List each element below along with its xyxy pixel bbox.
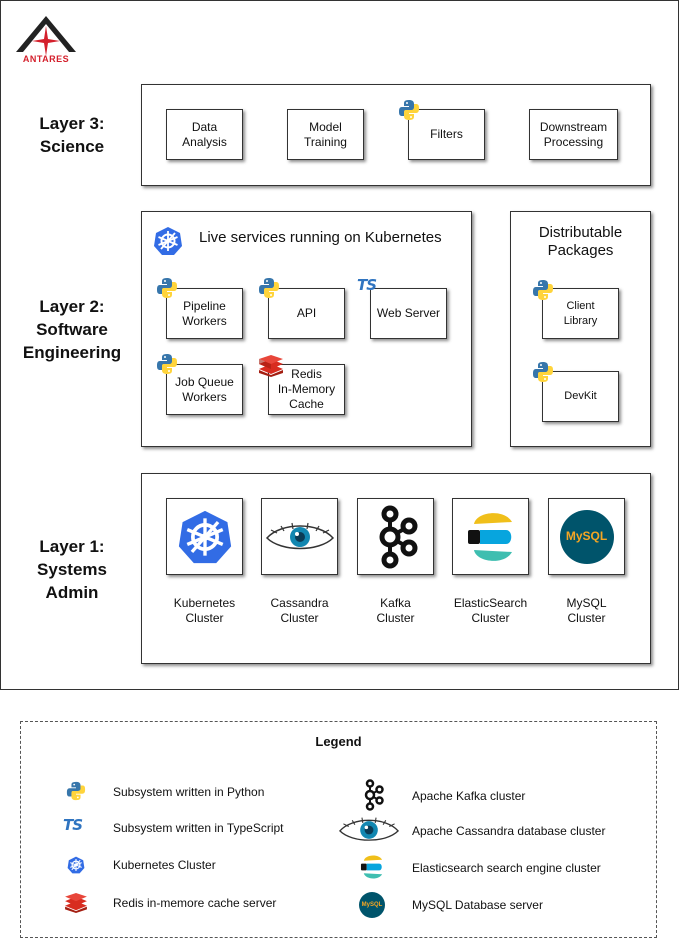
kubernetes-icon <box>153 226 183 256</box>
legend-elasticsearch-label: Elasticsearch search engine cluster <box>412 861 601 875</box>
legend-python-label: Subsystem written in Python <box>113 785 265 799</box>
legend-redis-label: Redis in-memore cache server <box>113 896 277 910</box>
cassandra-eye-icon <box>265 522 334 549</box>
kubernetes-cluster-tile[interactable] <box>166 498 243 575</box>
cassandra-eye-icon <box>338 815 400 845</box>
python-icon <box>156 277 178 299</box>
kubernetes-icon <box>178 510 231 563</box>
mysql-icon: MySQL <box>359 892 385 918</box>
data-analysis-box[interactable]: Data Analysis <box>166 109 243 160</box>
layer1-title: Layer 1: Systems Admin <box>37 537 107 602</box>
redis-icon <box>64 893 88 913</box>
typescript-icon-label: TS <box>357 276 377 294</box>
layer2-title: Layer 2: Software Engineering <box>22 297 122 362</box>
python-icon <box>398 99 420 121</box>
legend-typescript-label: Subsystem written in TypeScript <box>113 821 284 835</box>
python-icon <box>66 781 86 801</box>
legend-title: Legend <box>315 734 362 749</box>
layer3-title: Layer 3: Science <box>39 114 105 156</box>
kafka-icon <box>362 779 384 811</box>
kafka-cluster-tile[interactable] <box>357 498 434 575</box>
elasticsearch-cluster-tile[interactable] <box>452 498 529 575</box>
elasticsearch-icon <box>467 512 512 561</box>
python-icon <box>532 361 554 383</box>
job-queue-workers-box[interactable]: Job Queue Workers <box>166 364 243 415</box>
mysql-cluster-tile[interactable]: MySQL <box>548 498 625 575</box>
cassandra-cluster-tile[interactable] <box>261 498 338 575</box>
legend-mysql-label: MySQL Database server <box>412 898 543 912</box>
mysql-icon-label: MySQL <box>361 902 383 908</box>
legend-box <box>20 721 657 938</box>
python-icon <box>532 279 554 301</box>
kafka-icon <box>379 505 417 568</box>
kubernetes-services-title: Live services running on Kubernetes <box>199 229 442 246</box>
legend-kubernetes-label: Kubernetes Cluster <box>113 858 216 872</box>
antares-logo-mark <box>16 16 76 56</box>
python-icon <box>258 277 280 299</box>
cassandra-cluster-label: Cassandra Cluster <box>270 596 329 625</box>
mysql-icon: MySQL <box>559 509 614 564</box>
legend-cassandra-label: Apache Cassandra database cluster <box>412 824 606 838</box>
typescript-icon-label: TS <box>63 816 83 834</box>
kafka-cluster-label: Kafka Cluster <box>376 596 415 625</box>
downstream-processing-box[interactable]: Downstream Processing <box>529 109 618 160</box>
elasticsearch-cluster-label: ElasticSearch Cluster <box>453 596 528 625</box>
typescript-icon: TS <box>357 276 383 294</box>
api-box[interactable]: API <box>268 288 345 339</box>
kubernetes-icon <box>67 856 85 874</box>
client-library-box[interactable]: Client Library <box>542 288 619 339</box>
legend-kafka-label: Apache Kafka cluster <box>412 789 526 803</box>
pipeline-workers-box[interactable]: Pipeline Workers <box>166 288 243 339</box>
mysql-cluster-label: MySQL Cluster <box>566 596 607 625</box>
web-server-box[interactable]: Web Server <box>370 288 447 339</box>
redis-icon <box>258 355 284 377</box>
distributable-packages-title: Distributable Packages <box>538 224 623 259</box>
typescript-icon: TS <box>63 816 89 834</box>
antares-logo: ANTARES <box>12 12 80 68</box>
elasticsearch-icon <box>360 853 384 881</box>
filters-box[interactable]: Filters <box>408 109 485 160</box>
logo-text: ANTARES <box>22 54 70 64</box>
mysql-icon-label: MySQL <box>565 529 608 543</box>
python-icon <box>156 353 178 375</box>
model-training-box[interactable]: Model Training <box>287 109 364 160</box>
kubernetes-cluster-label: Kubernetes Cluster <box>173 596 236 625</box>
devkit-box[interactable]: DevKit <box>542 371 619 422</box>
